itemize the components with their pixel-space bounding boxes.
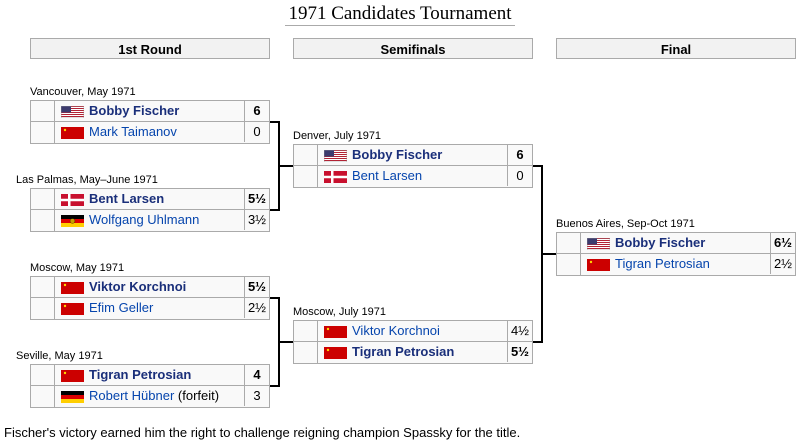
player-link[interactable]: Efim Geller	[89, 300, 154, 315]
player-name: Bobby Fischer	[352, 145, 442, 165]
player-row: Bent Larsen 0	[293, 166, 533, 188]
page-title: 1971 Candidates Tournament	[0, 3, 800, 26]
player-name: Mark Taimanov	[89, 122, 177, 142]
score-cell: 2½	[244, 298, 269, 318]
match-venue: Moscow, May 1971	[30, 262, 125, 274]
score-cell: 0	[507, 166, 532, 186]
player-link[interactable]: Tigran Petrosian	[89, 367, 192, 382]
connector	[533, 341, 543, 343]
match-venue: Moscow, July 1971	[293, 306, 386, 318]
player-link[interactable]: Tigran Petrosian	[352, 344, 455, 359]
connector	[270, 297, 280, 299]
score-cell: 3	[244, 386, 269, 406]
match-venue: Denver, July 1971	[293, 130, 382, 142]
player-link[interactable]: Tigran Petrosian	[615, 256, 710, 271]
player-name: Robert Hübner (forfeit)	[89, 386, 219, 406]
seed-cell	[294, 342, 318, 363]
score-cell: 6	[507, 145, 532, 165]
player-name: Bent Larsen	[352, 166, 422, 186]
score-cell: 3½	[244, 210, 269, 230]
connector	[270, 121, 280, 123]
connector	[270, 209, 280, 211]
round-header-final: Final	[556, 38, 796, 59]
connector	[270, 385, 280, 387]
match-venue: Las Palmas, May–June 1971	[16, 174, 158, 186]
score-cell: 6½	[770, 233, 795, 253]
player-name: Efim Geller	[89, 298, 153, 318]
seed-cell	[557, 254, 581, 275]
connector	[278, 341, 293, 343]
seed-cell	[294, 166, 318, 187]
match-venue: Vancouver, May 1971	[30, 86, 136, 98]
footer-note: Fischer's victory earned him the right t…	[4, 425, 521, 440]
seed-cell	[31, 122, 55, 143]
player-row: Tigran Petrosian 2½	[556, 254, 796, 276]
player-name: Bent Larsen	[89, 189, 164, 209]
player-name: Tigran Petrosian	[615, 254, 710, 274]
score-cell: 5½	[244, 277, 269, 297]
player-link[interactable]: Robert Hübner	[89, 388, 175, 403]
player-row: Mark Taimanov 0	[30, 122, 270, 144]
player-link[interactable]: Bobby Fischer	[89, 103, 180, 118]
player-name: Tigran Petrosian	[89, 365, 191, 385]
player-link[interactable]: Bent Larsen	[89, 191, 165, 206]
score-cell: 5½	[244, 189, 269, 209]
player-row: Robert Hübner (forfeit) 3	[30, 386, 270, 408]
player-link[interactable]: Viktor Korchnoi	[352, 323, 440, 338]
score-cell: 4	[244, 365, 269, 385]
player-row: Tigran Petrosian 4	[30, 364, 270, 386]
score-cell: 5½	[507, 342, 532, 362]
player-name: Viktor Korchnoi	[352, 321, 440, 341]
player-row: Viktor Korchnoi 5½	[30, 276, 270, 298]
player-row: Tigran Petrosian 5½	[293, 342, 533, 364]
connector	[533, 165, 543, 167]
seed-cell	[557, 233, 581, 253]
round-header-1: 1st Round	[30, 38, 270, 59]
player-row: Bobby Fischer 6	[30, 100, 270, 122]
player-row: Wolfgang Uhlmann 3½	[30, 210, 270, 232]
seed-cell	[31, 101, 55, 121]
score-cell: 6	[244, 101, 269, 121]
forfeit-note: (forfeit)	[174, 388, 220, 403]
player-link[interactable]: Wolfgang Uhlmann	[89, 212, 200, 227]
connector	[541, 253, 556, 255]
connector	[278, 165, 293, 167]
player-row: Viktor Korchnoi 4½	[293, 320, 533, 342]
player-row: Efim Geller 2½	[30, 298, 270, 320]
player-name: Bobby Fischer	[89, 101, 179, 121]
seed-cell	[294, 145, 318, 165]
player-link[interactable]: Viktor Korchnoi	[89, 279, 187, 294]
player-name: Bobby Fischer	[615, 233, 705, 253]
seed-cell	[31, 365, 55, 385]
player-link[interactable]: Bobby Fischer	[352, 147, 443, 162]
player-name: Wolfgang Uhlmann	[89, 210, 199, 230]
player-link[interactable]: Mark Taimanov	[89, 124, 177, 139]
player-row: Bobby Fischer 6½	[556, 232, 796, 254]
seed-cell	[31, 386, 55, 407]
score-cell: 2½	[770, 254, 795, 274]
player-name: Tigran Petrosian	[352, 342, 454, 362]
round-header-semifinals: Semifinals	[293, 38, 533, 59]
player-name: Viktor Korchnoi	[89, 277, 186, 297]
seed-cell	[294, 321, 318, 341]
match-venue: Seville, May 1971	[16, 350, 103, 362]
seed-cell	[31, 298, 55, 319]
match-venue: Buenos Aires, Sep-Oct 1971	[556, 218, 695, 230]
player-link[interactable]: Bent Larsen	[352, 168, 423, 183]
seed-cell	[31, 210, 55, 231]
score-cell: 4½	[507, 321, 532, 341]
player-row: Bobby Fischer 6	[293, 144, 533, 166]
player-row: Bent Larsen 5½	[30, 188, 270, 210]
seed-cell	[31, 277, 55, 297]
player-link[interactable]: Bobby Fischer	[615, 235, 706, 250]
seed-cell	[31, 189, 55, 209]
score-cell: 0	[244, 122, 269, 142]
